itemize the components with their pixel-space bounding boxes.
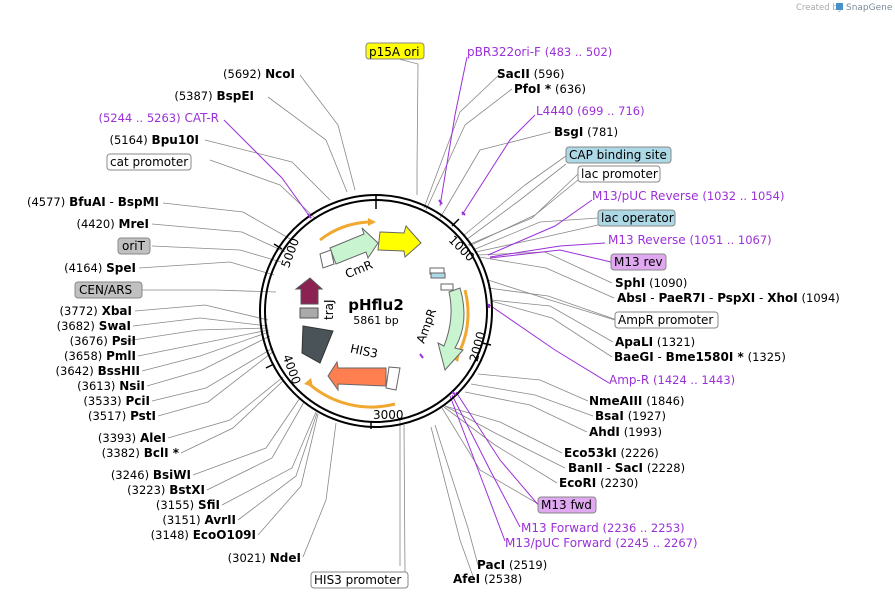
site-absi-group[interactable]: AbsI - PaeR7I - PspXI - XhoI (1094) (617, 291, 840, 305)
orit-box-label: oriT (122, 239, 146, 253)
site-eco53ki[interactable]: Eco53kI (2226) (564, 446, 659, 460)
cmr-label: CmR (343, 258, 375, 282)
primer-m13-forward[interactable]: M13 Forward (2236 .. 2253) (521, 521, 685, 535)
cap-binding-site-box-label: CAP binding site (569, 148, 667, 162)
his3-promoter-box[interactable] (310, 571, 409, 589)
site-ncoi[interactable]: (5692) NcoI (223, 67, 295, 81)
site-bpu10i[interactable]: (5164) Bpu10I (109, 133, 199, 147)
site-baegi-group[interactable]: BaeGI - Bme1580I * (1325) (614, 350, 786, 364)
site-apali[interactable]: ApaLI (1321) (615, 335, 695, 349)
site-paci[interactable]: PacI (2519) (477, 558, 547, 572)
right-sites: SacII (596) PfoI * (636) BsgI (781) SphI… (453, 67, 840, 586)
ampr-promoter-box-label: AmpR promoter (618, 313, 713, 327)
site-bsgi[interactable]: BsgI (781) (554, 125, 618, 139)
lac-operator-box[interactable] (597, 209, 676, 227)
snapgene-brand: SnapGene (846, 3, 893, 13)
tick-label-1000: 1000 (446, 233, 477, 264)
his3-arrow (327, 360, 387, 392)
site-mrei[interactable]: (4420) MreI (76, 217, 149, 231)
site-sacii[interactable]: SacII (596) (497, 67, 565, 81)
tick-label-5000: 5000 (278, 236, 302, 269)
tick-label-3000: 3000 (373, 408, 404, 422)
site-nmeaiii[interactable]: NmeAIII (1846) (589, 394, 684, 408)
his3-label: HIS3 (349, 341, 379, 360)
m13-rev-box[interactable] (610, 253, 667, 271)
created-by-text: Created by (796, 3, 843, 13)
tick-marks (265, 195, 492, 429)
site-banii-saci[interactable]: BanII - SacI (2228) (568, 461, 685, 475)
primer-pbr322ori-f[interactable]: pBR322ori-F (483 .. 502) (467, 45, 612, 59)
plasmid-name: pHflu2 (348, 296, 404, 314)
site-bsiwi[interactable]: (3246) BsiWI (111, 468, 191, 482)
cat-promoter-box-label: cat promoter (110, 155, 188, 169)
his3-promoter-box-label: HIS3 promoter (314, 573, 401, 587)
site-pmli[interactable]: (3658) PmlI (64, 349, 136, 363)
site-avrii[interactable]: (3151) AvrII (162, 513, 236, 527)
site-psti[interactable]: (3517) PstI (88, 409, 156, 423)
tick-label-2000: 2000 (467, 330, 488, 363)
p15a-ori-arrow (377, 224, 422, 258)
his3-arc (305, 380, 396, 409)
m13-fwd-box[interactable] (537, 496, 597, 514)
site-bfuai-bspmi[interactable]: (4577) BfuAI - BspMI (27, 195, 159, 209)
site-bsshii[interactable]: (3642) BssHII (56, 364, 140, 378)
primer-leader-lines (223, 56, 612, 542)
cat-r-arc (319, 220, 369, 242)
cmr-arrow (329, 227, 379, 265)
m13-rev-box-label: M13 rev (614, 255, 663, 269)
site-ecoo109i[interactable]: (3148) EcoO109I (151, 528, 256, 542)
site-nsii[interactable]: (3613) NsiI (77, 379, 145, 393)
cen-ars-box-label: CEN/ARS (79, 283, 132, 297)
traj-label: traJ (322, 299, 336, 320)
site-pfoi[interactable]: PfoI * (636) (514, 82, 586, 96)
site-leader-lines (125, 73, 618, 580)
lac-operator-box-label: lac operator (601, 211, 674, 225)
site-pcii[interactable]: (3533) PciI (83, 394, 150, 408)
site-spei[interactable]: (4164) SpeI (64, 261, 136, 275)
site-ndei[interactable]: (3021) NdeI (228, 551, 301, 565)
orit-box[interactable] (117, 237, 151, 255)
site-swai[interactable]: (3682) SwaI (57, 319, 131, 333)
site-alei[interactable]: (3393) AleI (98, 431, 166, 445)
ampr-promoter-box[interactable] (614, 311, 719, 329)
p15a-ori-box[interactable] (365, 42, 425, 60)
traj-arrow (294, 277, 324, 305)
primer-l4440[interactable]: L4440 (699 .. 716) (536, 104, 645, 118)
cen-ars-box[interactable] (74, 281, 143, 299)
site-psii[interactable]: (3676) PsiI (70, 334, 136, 348)
site-sfii[interactable]: (3155) SfiI (156, 498, 220, 512)
ampr-arrow (437, 287, 465, 372)
site-bspei[interactable]: (5387) BspEI (174, 89, 254, 103)
cap-binding-site-box[interactable] (565, 146, 672, 164)
site-ahdi[interactable]: AhdI (1993) (589, 425, 662, 439)
ampr-label: AmpR (414, 307, 439, 345)
primer-cat-r[interactable]: (5244 .. 5263) CAT-R (98, 111, 219, 125)
site-ecori[interactable]: EcoRI (2230) (559, 476, 638, 490)
primer-m13-puc-reverse[interactable]: M13/pUC Reverse (1032 .. 1054) (592, 189, 784, 203)
m13-fwd-box-label: M13 fwd (541, 498, 592, 512)
primer-m13-reverse[interactable]: M13 Reverse (1051 .. 1067) (608, 233, 772, 247)
primer-amp-r[interactable]: Amp-R (1424 .. 1443) (609, 373, 735, 387)
snapgene-logo-icon (836, 3, 843, 10)
plasmid-size: 5861 bp (353, 314, 398, 327)
site-bcli[interactable]: (3382) BclI * (102, 446, 180, 460)
site-afei[interactable]: AfeI (2538) (453, 572, 522, 586)
site-xbai[interactable]: (3772) XbaI (60, 304, 132, 318)
lac-promoter-box[interactable] (577, 165, 661, 183)
left-sites: (5692) NcoI (5387) BspEI (5164) Bpu10I (… (27, 67, 301, 565)
p15a-ori-box-label: p15A ori (369, 45, 420, 59)
site-sphi[interactable]: SphI (1090) (615, 276, 687, 290)
lac-promoter-box-label: lac promoter (581, 167, 658, 181)
site-bsai[interactable]: BsaI (1927) (595, 409, 666, 423)
primer-labels: (5244 .. 5263) CAT-R pBR322ori-F (483 ..… (98, 45, 784, 550)
cat-promoter-box[interactable] (106, 153, 192, 171)
feature-boxes: p15A ori cat promoter oriT CEN/ARS CAP b… (74, 42, 719, 589)
cen-ars-block (301, 325, 334, 364)
primer-m13-puc-forward[interactable]: M13/pUC Forward (2245 .. 2267) (505, 536, 698, 550)
orit-block (299, 307, 319, 319)
site-bstxi[interactable]: (3223) BstXI (127, 483, 205, 497)
